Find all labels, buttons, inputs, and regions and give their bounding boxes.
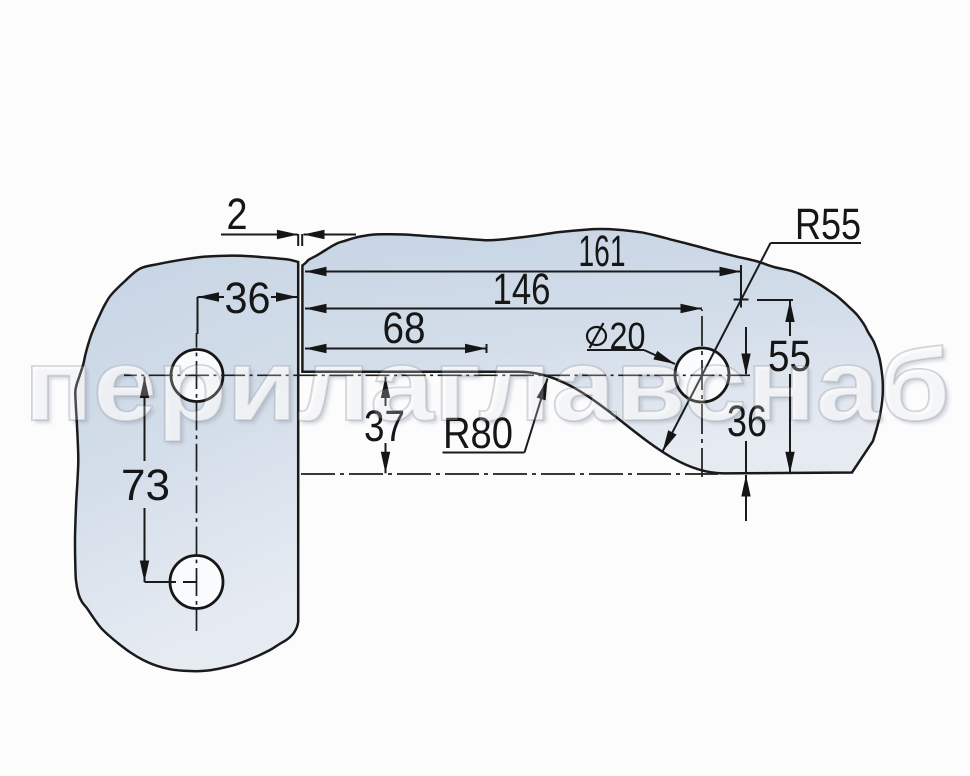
svg-text:73: 73 (121, 461, 170, 510)
svg-text:перилаглавснаб: перилаглавснаб (24, 328, 950, 442)
svg-text:2: 2 (227, 190, 248, 239)
svg-text:R80: R80 (443, 409, 513, 458)
svg-text:37: 37 (364, 402, 405, 451)
svg-text:55: 55 (768, 332, 811, 381)
svg-text:68: 68 (383, 304, 426, 353)
svg-text:перилаглавснаб: перилаглавснаб (24, 328, 950, 442)
svg-text:перилаглавснаб: перилаглавснаб (27, 331, 953, 445)
svg-text:36: 36 (225, 274, 271, 323)
svg-text:36: 36 (727, 397, 767, 446)
svg-text:R55: R55 (795, 200, 861, 249)
svg-text:20: 20 (610, 316, 646, 358)
svg-text:161: 161 (579, 227, 626, 276)
svg-text:146: 146 (493, 265, 551, 314)
